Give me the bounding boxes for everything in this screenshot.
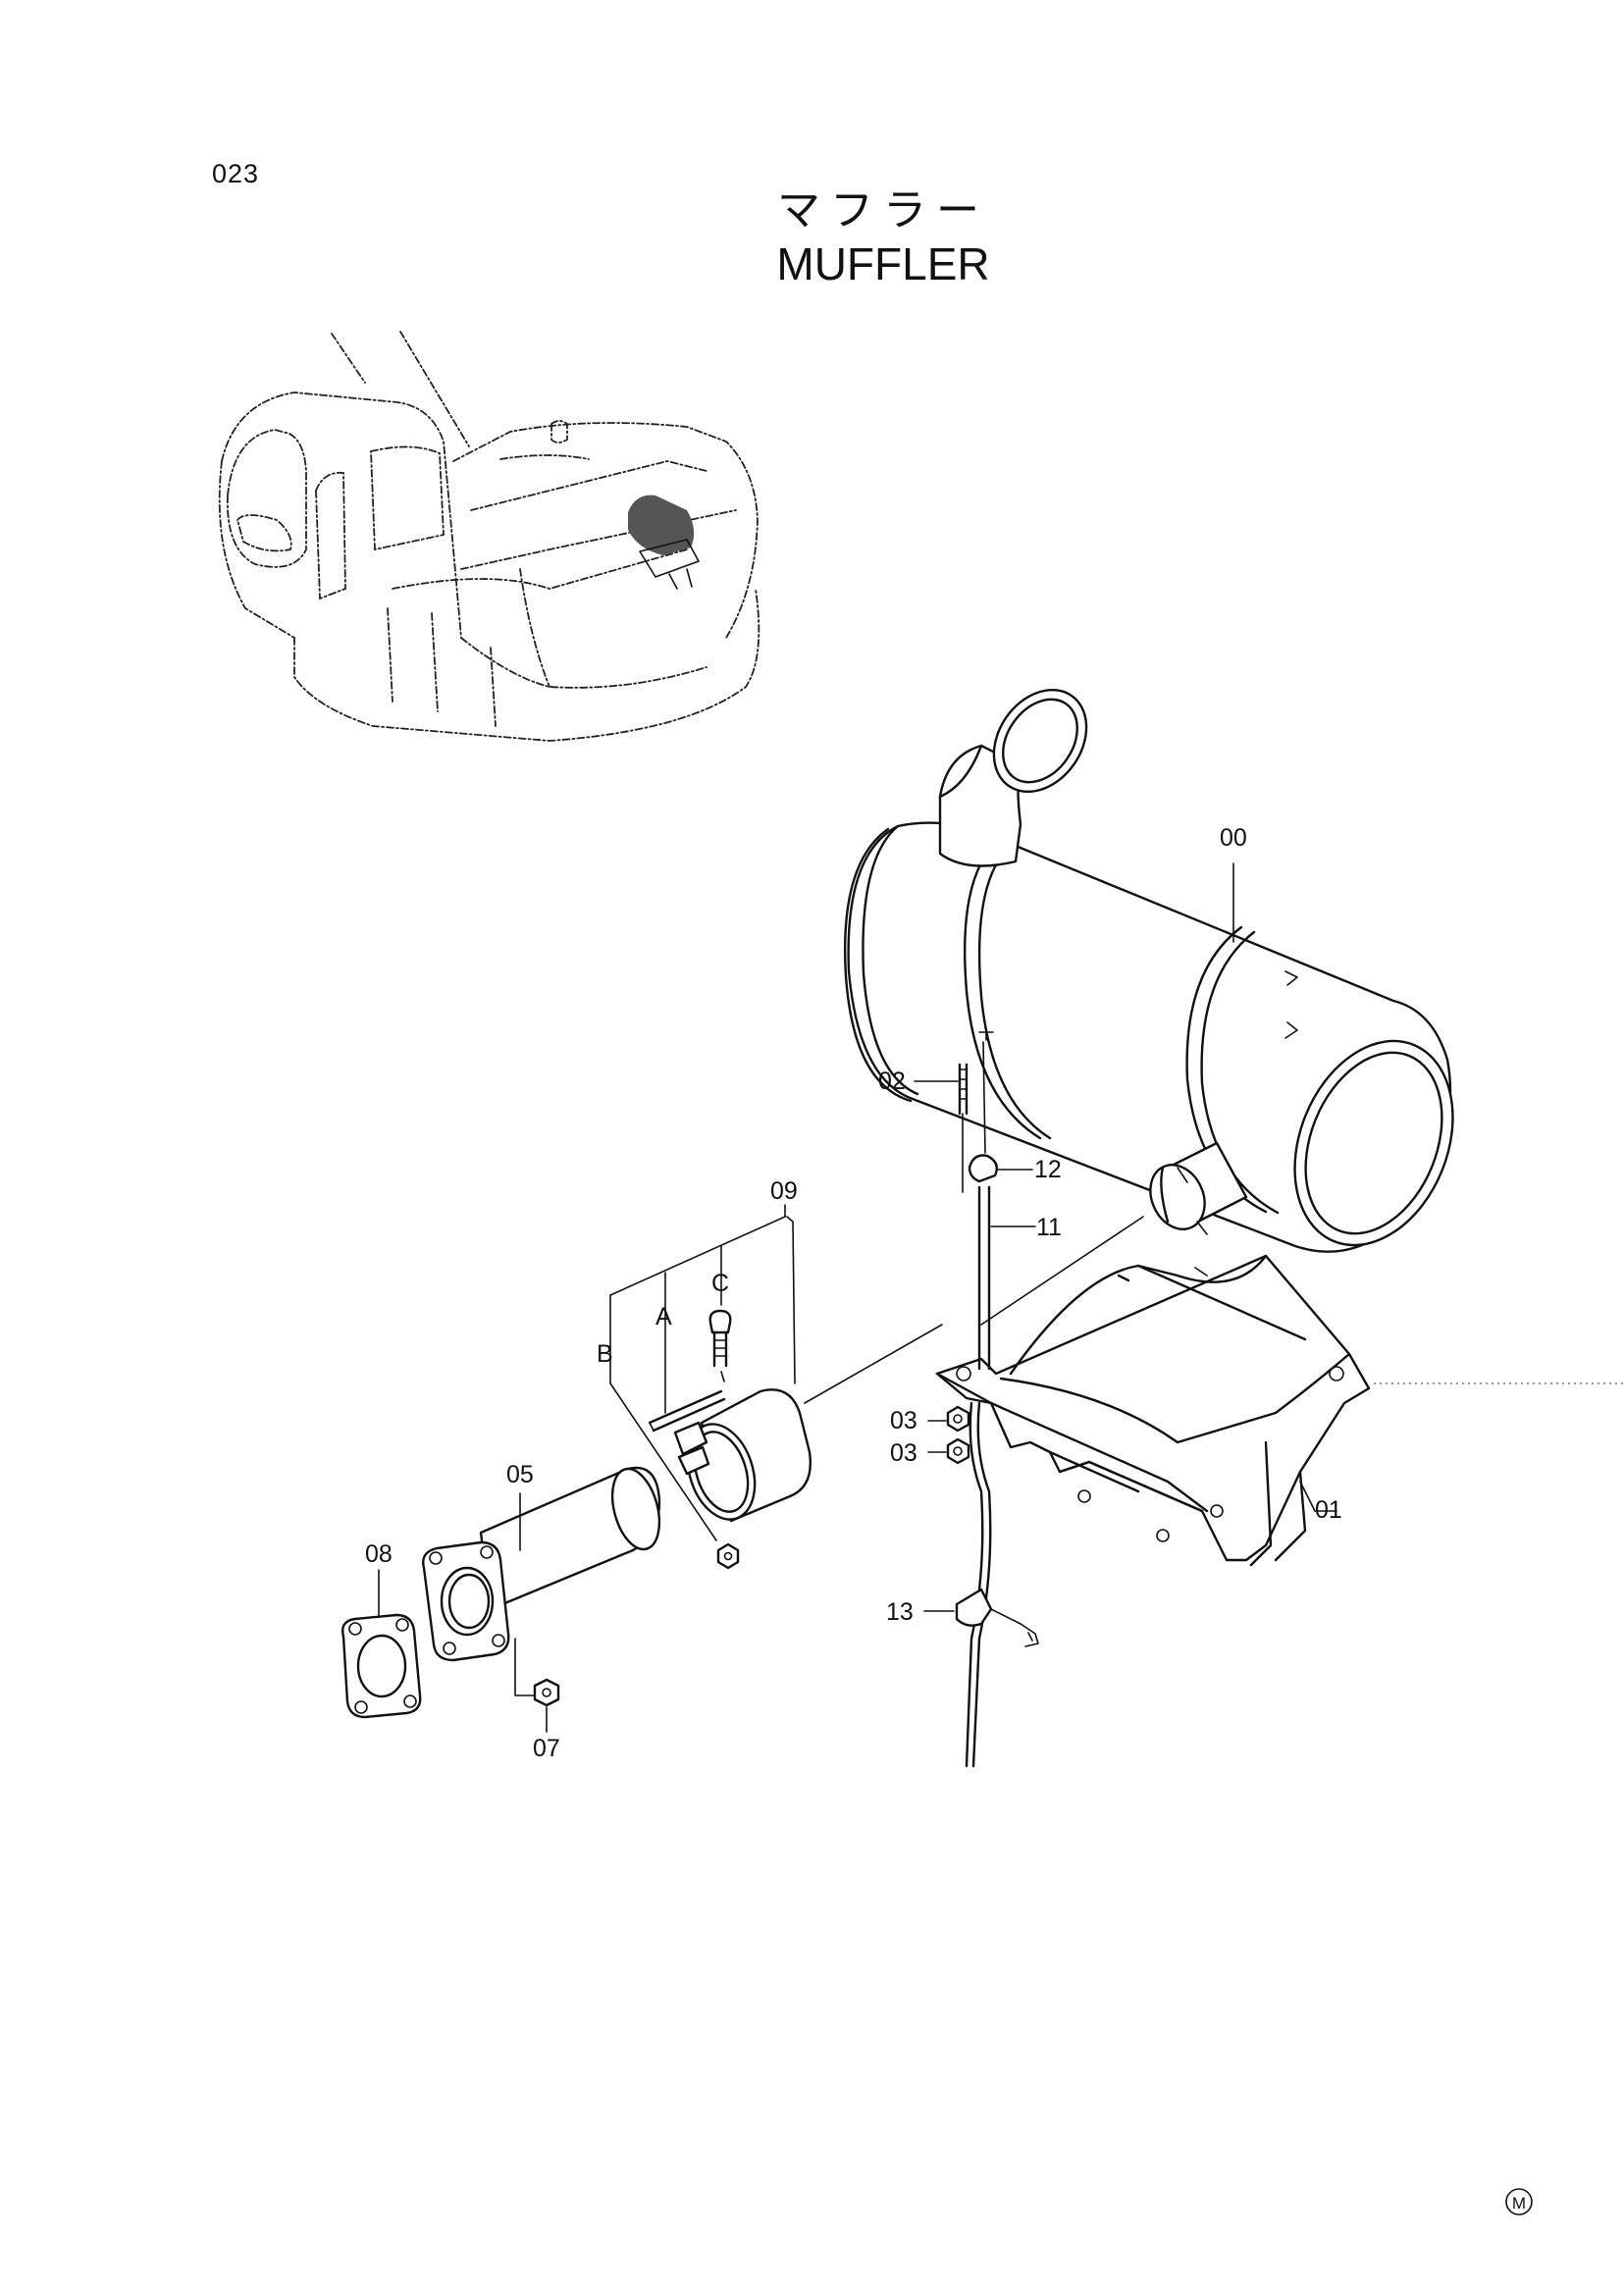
callout-B: B: [597, 1340, 613, 1368]
callout-08: 08: [365, 1540, 393, 1568]
clip-12: [968, 1154, 1033, 1183]
clamp-09-assembly: [609, 1204, 812, 1570]
excavator-locator-illustration: [218, 331, 760, 742]
nut-03-upper: [927, 1405, 970, 1433]
page-title-english: MUFFLER: [776, 238, 990, 289]
corner-mark-letter: M: [1512, 2194, 1526, 2213]
callout-05: 05: [506, 1461, 534, 1488]
gasket-08: [341, 1569, 422, 1719]
nut-07: [533, 1678, 560, 1733]
callout-01: 01: [1315, 1496, 1342, 1524]
muffler-body: [843, 688, 1454, 1253]
callout-00: 00: [1220, 824, 1247, 852]
callout-A: A: [655, 1303, 672, 1330]
callout-02: 02: [878, 1068, 906, 1095]
page-title-japanese: マフラー: [777, 185, 989, 235]
clamp-13: [923, 1588, 1039, 1647]
callout-11: 11: [1036, 1214, 1062, 1241]
page-number: 023: [212, 159, 260, 188]
nut-03-lower: [927, 1437, 970, 1465]
assembly-line: [804, 1324, 943, 1404]
corner-mark: M: [1505, 2188, 1533, 2216]
callout-03-upper: 03: [890, 1407, 917, 1434]
rod-02: [914, 1063, 969, 1193]
callout-09: 09: [770, 1177, 798, 1205]
exhaust-pipe-05: [422, 1466, 661, 1696]
callout-12: 12: [1034, 1156, 1062, 1183]
callout-13: 13: [886, 1598, 914, 1626]
callout-03-lower: 03: [890, 1439, 917, 1467]
assembly-line-2: [980, 1216, 1144, 1326]
callout-07: 07: [533, 1735, 560, 1762]
callout-C: C: [711, 1270, 729, 1297]
muffler-location-marker: [628, 495, 700, 590]
muffler-bracket: [935, 1254, 1624, 1567]
